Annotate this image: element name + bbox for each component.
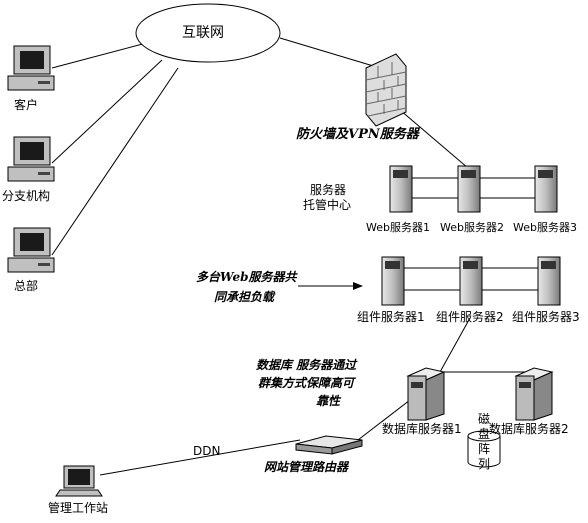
link-client-internet xyxy=(51,41,151,69)
tower-server-icon xyxy=(406,367,446,421)
db-note-line2: 群集方式保障高可 xyxy=(258,376,355,390)
hosting-center-label-line2: 托管中心 xyxy=(303,198,352,212)
db-server-label: 数据库服务器2 xyxy=(489,422,569,436)
desktop-computer-icon xyxy=(7,136,55,182)
link-hq-internet xyxy=(51,67,179,256)
desktop-computer-icon xyxy=(7,227,55,273)
internet-label: 互联网 xyxy=(182,25,224,41)
tower-server-icon xyxy=(514,367,554,421)
hq-label: 总部 xyxy=(14,279,39,293)
tower-server-icon xyxy=(457,165,481,213)
component-server-label: 组件服务器2 xyxy=(436,310,504,324)
link-branch-internet xyxy=(51,59,163,164)
router-icon xyxy=(295,435,363,455)
tower-server-icon xyxy=(389,165,413,213)
component-server-label: 组件服务器3 xyxy=(512,310,580,324)
load-note-line2: 同承担负载 xyxy=(214,290,275,304)
firewall-label: 防火墙及VPN服务器 xyxy=(296,127,419,142)
link-firewall-web xyxy=(399,109,469,169)
desktop-computer-icon xyxy=(7,45,55,91)
link-internet-firewall xyxy=(279,37,381,69)
web-server-label: Web服务器3 xyxy=(513,221,577,234)
router-label: 网站管理路由器 xyxy=(264,460,349,474)
workstation-label: 管理工作站 xyxy=(48,501,109,515)
ddn-label: DDN xyxy=(193,444,221,458)
load-note-line1: 多台Web服务器共 xyxy=(196,270,297,284)
db-server-label: 数据库服务器1 xyxy=(382,422,462,436)
tower-server-icon xyxy=(534,165,558,213)
disk-array-icon xyxy=(467,430,501,468)
internet-cloud xyxy=(135,3,281,63)
disk-array-label: 磁盘阵列 xyxy=(477,412,490,471)
link-comp-db xyxy=(439,317,471,373)
link-router-db xyxy=(357,399,411,441)
tower-server-icon xyxy=(381,256,405,306)
hosting-center-label-line1: 服务器 xyxy=(310,183,347,197)
client-label: 客户 xyxy=(14,98,39,112)
branch-label: 分支机构 xyxy=(2,189,51,203)
db-note-line3: 靠性 xyxy=(316,394,341,408)
db-note-line1: 数据库 服务器通过 xyxy=(256,358,357,372)
web-server-label: Web服务器1 xyxy=(366,221,430,234)
link-workstation-router xyxy=(99,439,301,476)
laptop-icon xyxy=(55,465,103,497)
tower-server-icon xyxy=(459,256,483,306)
web-server-label: Web服务器2 xyxy=(440,221,504,234)
tower-server-icon xyxy=(537,256,561,306)
component-server-label: 组件服务器1 xyxy=(357,310,425,324)
firewall-icon xyxy=(365,53,407,127)
